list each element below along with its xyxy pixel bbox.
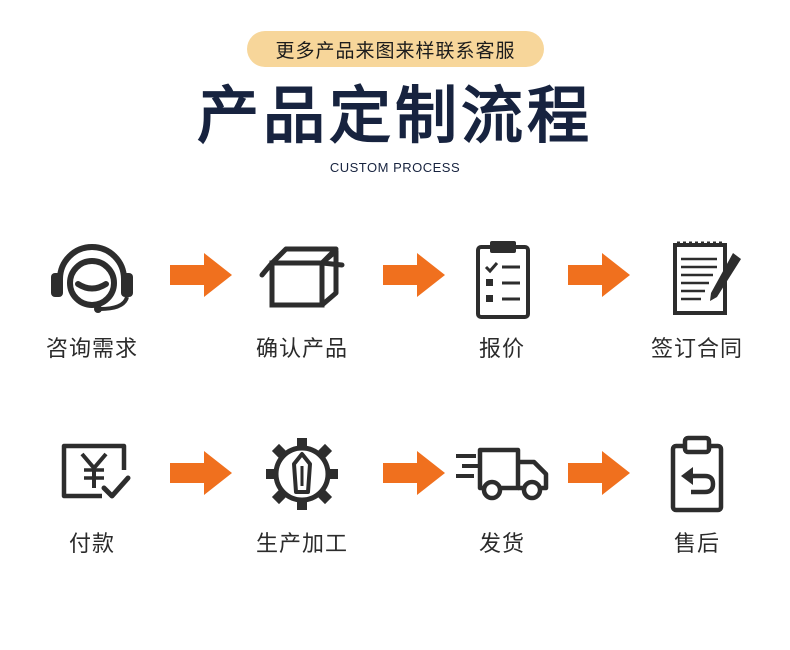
clipboard-checklist-icon	[437, 235, 567, 325]
step-label: 咨询需求	[45, 337, 138, 362]
contact-banner: 更多产品来图来样联系客服	[247, 31, 544, 67]
page-subtitle: CUSTOM PROCESS	[329, 160, 461, 175]
step-label: 发货	[478, 532, 525, 557]
arrow-right-icon	[568, 253, 630, 297]
arrow-right-icon	[170, 253, 232, 297]
gear-tool-icon	[237, 430, 367, 520]
step-label: 付款	[68, 532, 115, 557]
box-icon	[237, 235, 367, 325]
step-label: 签订合同	[650, 337, 743, 362]
arrow-right-icon	[383, 253, 445, 297]
yuan-payment-icon	[27, 430, 157, 520]
step-label: 确认产品	[255, 337, 348, 362]
arrow-right-icon	[170, 451, 232, 495]
contract-pen-icon	[632, 235, 762, 325]
headset-icon	[27, 235, 157, 325]
step-label: 报价	[478, 337, 525, 362]
step-label: 生产加工	[255, 532, 348, 557]
page-title: 产品定制流程	[196, 79, 593, 152]
arrow-right-icon	[568, 451, 630, 495]
return-clipboard-icon	[632, 430, 762, 520]
delivery-truck-icon	[437, 430, 567, 520]
arrow-right-icon	[383, 451, 445, 495]
step-label: 售后	[673, 532, 720, 557]
